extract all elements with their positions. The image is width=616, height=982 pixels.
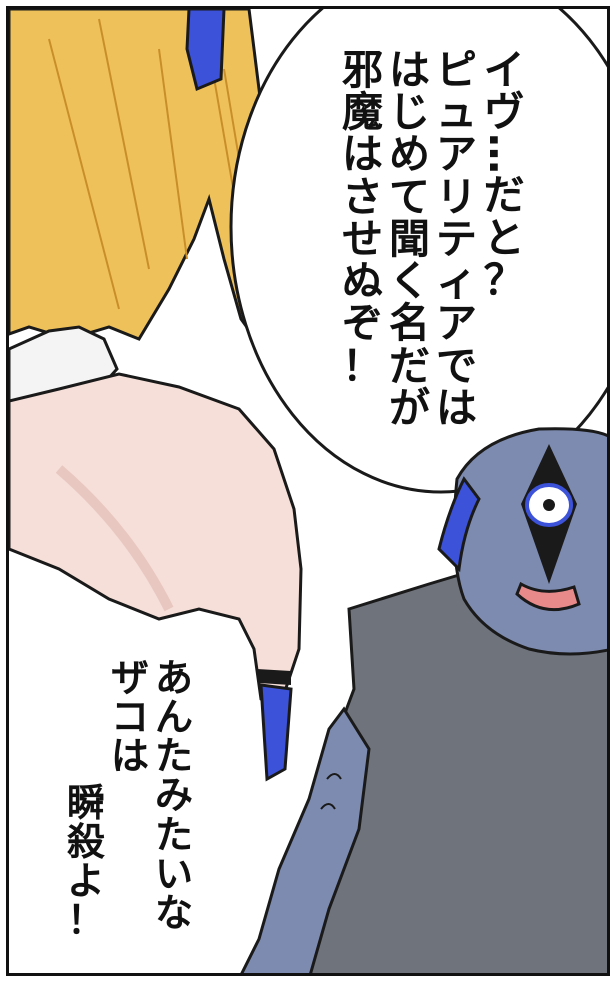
- blue-glove: [259, 683, 293, 782]
- vertical-char: な: [155, 890, 194, 935]
- vertical-char: …: [480, 133, 529, 175]
- vertical-char: で: [436, 341, 477, 390]
- vertical-char: い: [155, 851, 194, 896]
- vertical-char: は: [436, 383, 477, 432]
- panel-artwork: [9, 9, 607, 973]
- vertical-char: 瞬: [67, 781, 106, 825]
- monster-hood: [437, 476, 481, 573]
- vertical-char: ん: [155, 695, 194, 740]
- vertical-char: ィ: [436, 257, 477, 306]
- vertical-char: ？: [483, 255, 525, 304]
- vertical-char: ヴ: [483, 88, 525, 137]
- vertical-char: て: [389, 172, 430, 221]
- vertical-char: じ: [389, 88, 430, 137]
- narration-text: 瞬殺よ！ ザコは あんたみたいな: [67, 656, 194, 943]
- narration-line-2: ザコは: [111, 656, 150, 941]
- vertical-char: あ: [155, 656, 194, 700]
- vertical-char: リ: [436, 172, 477, 221]
- vertical-char: ュ: [436, 88, 477, 137]
- vertical-char: せ: [342, 214, 383, 263]
- vertical-char: 邪: [342, 46, 383, 94]
- speech-line-2: ピュアリティアでは: [436, 49, 477, 429]
- monster-mouth: [515, 581, 581, 612]
- vertical-char: イ: [483, 46, 525, 94]
- speech-line-4: 邪魔はさせぬぞ！: [342, 49, 383, 429]
- arm-marks: [320, 773, 342, 810]
- monster-pupil: [543, 499, 555, 511]
- vertical-char: が: [389, 383, 430, 432]
- blue-ribbon: [185, 9, 226, 92]
- vertical-char: め: [389, 130, 430, 179]
- vertical-char: ア: [436, 130, 477, 179]
- vertical-char: と: [483, 213, 525, 262]
- vertical-char: ぬ: [342, 257, 383, 306]
- vertical-char: く: [389, 257, 430, 306]
- vertical-char: は: [342, 130, 383, 179]
- vertical-char: ！: [67, 898, 106, 943]
- vertical-char: み: [155, 773, 194, 818]
- vertical-char: だ: [389, 341, 430, 390]
- speech-line-1: イヴ…だと？: [480, 46, 529, 429]
- speech-line-3: はじめて聞く名だが: [389, 49, 430, 429]
- vertical-char: テ: [436, 214, 477, 263]
- vertical-char: は: [389, 46, 430, 94]
- vertical-char: 殺: [67, 820, 106, 865]
- vertical-char: た: [155, 812, 194, 857]
- speech-bubble-text: 邪魔はさせぬぞ！ はじめて聞く名だが ピュアリティアでは イヴ…だと？: [342, 46, 529, 429]
- narration-line-3: 瞬殺よ！: [67, 781, 106, 943]
- speech-bubble-shape: [229, 9, 607, 494]
- vertical-char: た: [155, 734, 194, 779]
- vertical-char: ぞ: [342, 299, 383, 348]
- vertical-char: ピ: [436, 46, 477, 94]
- vertical-char: コ: [111, 695, 150, 740]
- vertical-char: ア: [436, 299, 477, 348]
- arm-band: [257, 669, 291, 685]
- vertical-char: 名: [389, 299, 430, 348]
- vertical-char: ！: [342, 341, 383, 390]
- vertical-char: さ: [342, 172, 383, 221]
- shoulder-shade: [55, 465, 174, 612]
- narration-line-1: あんたみたいな: [155, 656, 194, 941]
- vertical-char: は: [111, 734, 150, 779]
- vertical-char: ザ: [111, 656, 150, 700]
- vertical-char: 魔: [342, 88, 383, 137]
- vertical-char: 聞: [389, 214, 430, 263]
- vertical-char: だ: [483, 171, 525, 220]
- comic-panel: 邪魔はさせぬぞ！ はじめて聞く名だが ピュアリティアでは イヴ…だと？ 瞬殺よ！…: [6, 6, 610, 976]
- vertical-char: よ: [67, 859, 106, 904]
